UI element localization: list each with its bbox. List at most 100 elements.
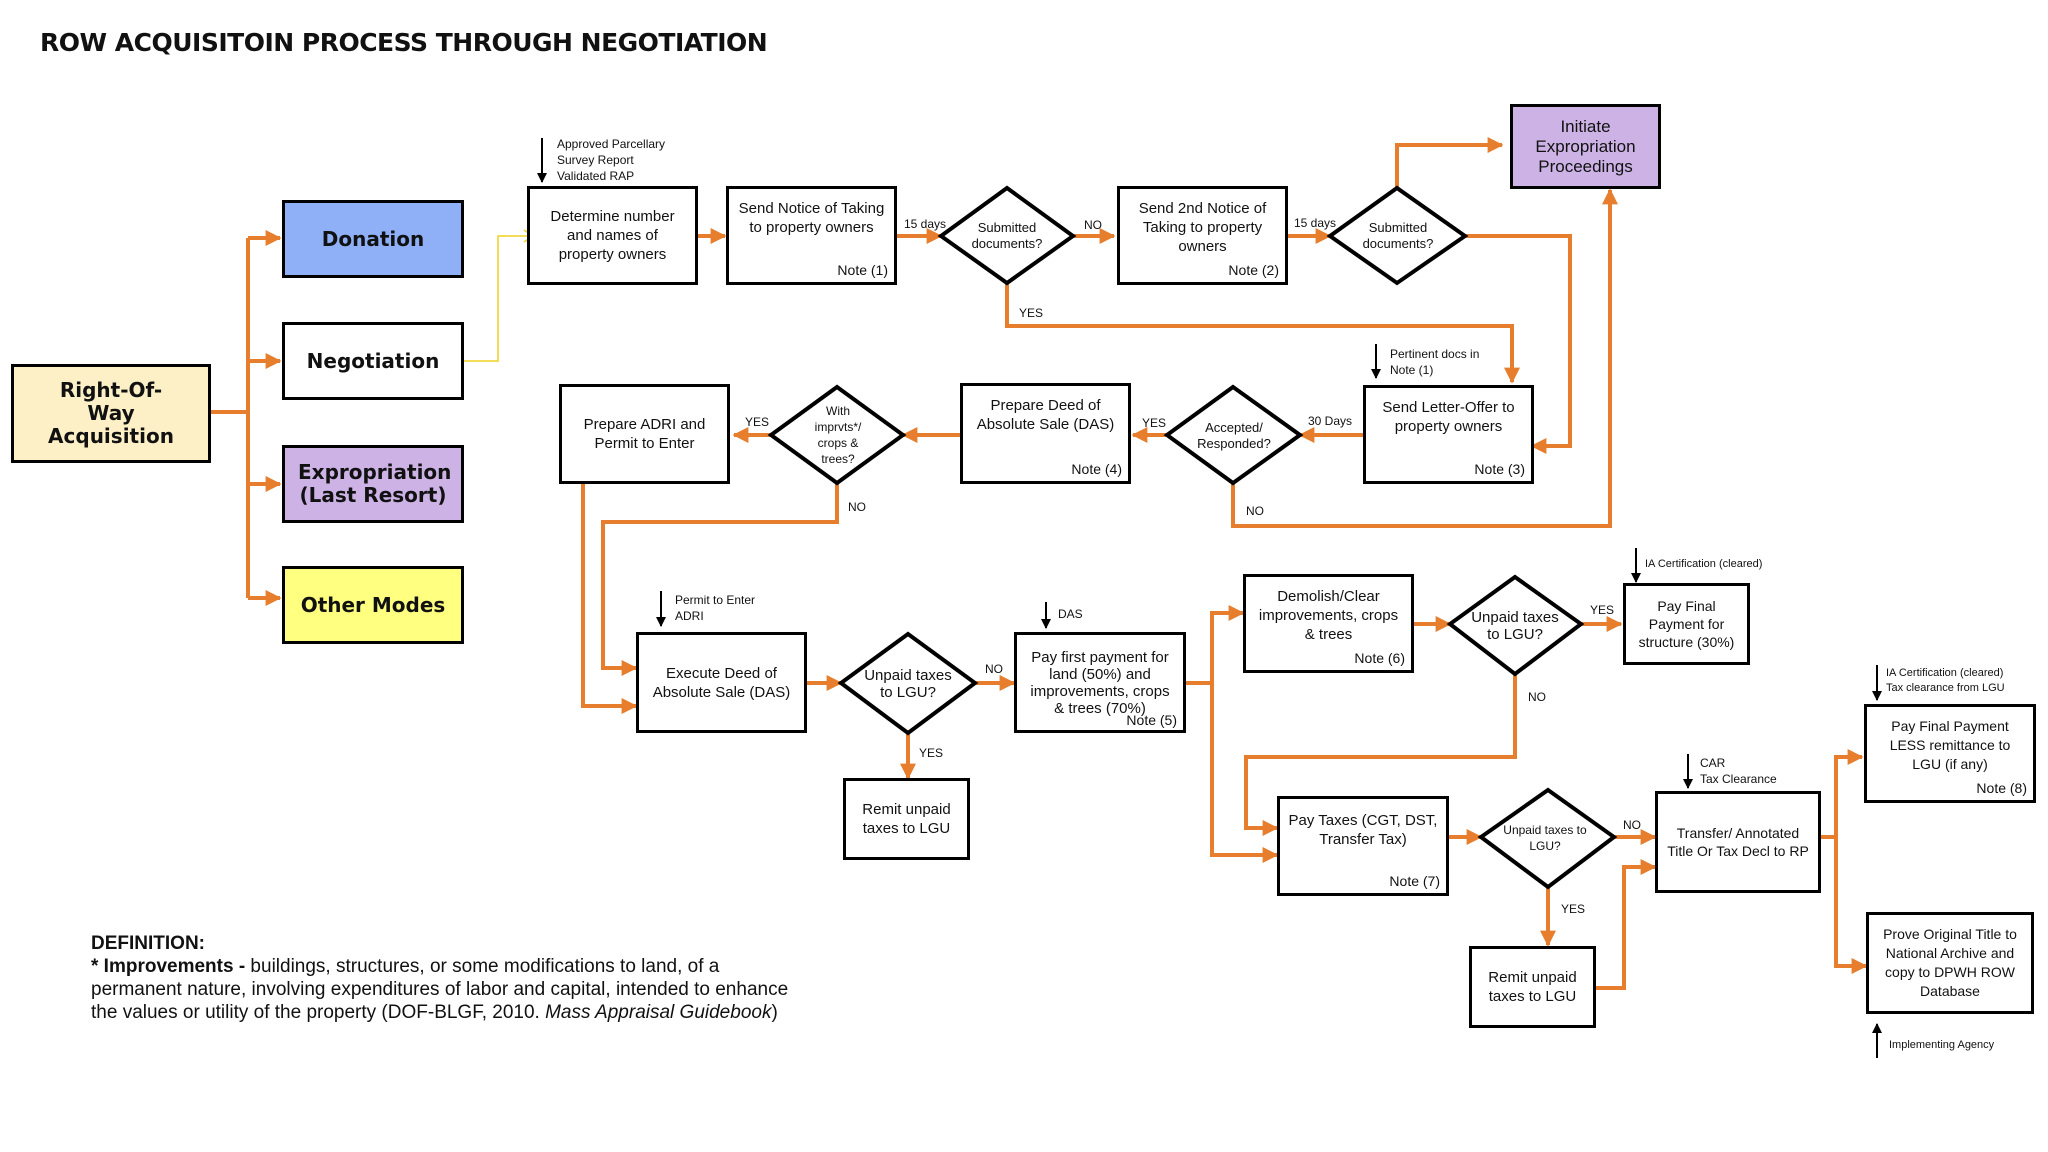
node-determine-label: Determine number and names of property o… [550,208,675,263]
node-notice-of-taking: Send Notice of Taking to property owners… [726,186,897,285]
decision-unpaid-3: Unpaid taxes to LGU? [1503,823,1587,853]
note-5: Note (5) [1126,712,1177,728]
note-2: Note (2) [1228,262,1279,278]
conn-submitted2-letter [1465,234,1572,454]
node-final-payment-structure: Pay Final Payment for structure (30%) [1623,583,1750,665]
diamond-unpaid1 [837,631,979,736]
diamond-submitted1 [937,185,1077,286]
note-1: Note (1) [837,262,888,278]
node-initiate-label: Initiate Expropriation Proceedings [1535,116,1636,176]
node-row-acquisition: Right-Of-Way Acquisition [11,364,211,463]
conn-row-donation [246,238,280,598]
label-no-accepted: NO [1246,504,1264,518]
annotation-ia-tax-text: IA Certification (cleared) Tax clearance… [1886,667,2005,694]
node-notice2-label: Send 2nd Notice of Taking to property ow… [1138,200,1267,255]
node-remit-unpaid-2: Remit unpaid taxes to LGU [1469,946,1596,1028]
page-title: ROW ACQUISITOIN PROCESS THROUGH NEGOTIAT… [40,28,768,57]
annotation-car-tax: CAR Tax Clearance [1700,755,1777,787]
diamond-imprvts [767,384,907,486]
label-no-unpaid-2: NO [1528,690,1546,704]
node-donation-label: Donation [321,226,425,251]
note-6: Note (6) [1354,650,1405,666]
node-notice1-label: Send Notice of Taking to property owners [738,200,885,236]
note-7: Note (7) [1389,873,1440,889]
conn-submitted1-letter [1005,283,1520,384]
diamond-unpaid3 [1477,787,1618,890]
decision-unpaid-1: Unpaid taxes to LGU? [864,667,952,701]
node-pay-taxes-label: Pay Taxes (CGT, DST, Transfer Tax) [1288,812,1438,848]
conn-submitted2-initiate [1395,137,1504,188]
node-letter-offer: Send Letter-Offer to property owners Not… [1363,385,1534,484]
annotation-implementing-agency: Implementing Agency [1889,1038,1994,1053]
node-final-payment-less: Pay Final Payment LESS remittance to LGU… [1864,704,2036,803]
annotation-permit-text: Permit to Enter ADRI [675,593,756,623]
label-no-submitted-1: NO [1084,218,1102,232]
annotation-ia-certification: IA Certification (cleared) [1645,557,1762,572]
diamond-accepted [1163,384,1304,486]
node-das-prepare-label: Prepare Deed of Absolute Sale (DAS) [976,397,1115,433]
conn-remit2-transfer [1595,859,1657,990]
definition-source: Mass Appraisal Guidebook [545,1002,772,1023]
annotation-das-text: DAS [1058,607,1083,621]
annotation-pertinent-text: Pertinent docs in Note (1) [1390,347,1480,377]
node-other-modes-label: Other Modes [300,592,446,617]
annotation-pertinent-docs: Pertinent docs in Note (1) [1390,346,1479,378]
node-adri-label: Prepare ADRI and Permit to Enter [583,416,706,452]
node-remit2-label: Remit unpaid taxes to LGU [1488,969,1577,1005]
conn-transfer-prove [1834,837,1868,974]
node-execute-label: Execute Deed of Absolute Sale (DAS) [652,664,791,701]
node-row-label: Right-Of-Way Acquisition [48,378,174,448]
node-first-payment: Pay first payment for land (50%) and imp… [1014,632,1186,733]
label-no-improvements: NO [848,500,866,514]
node-final-structure-label: Pay Final Payment for structure (30%) [1638,598,1735,650]
decision-unpaid-2: Unpaid taxes to LGU? [1471,609,1559,643]
annotation-ia-tax-clearance: IA Certification (cleared) Tax clearance… [1886,666,2005,696]
definition-block: DEFINITION: * Improvements - buildings, … [91,932,791,1024]
annotation-implementing-text: Implementing Agency [1889,1039,1995,1051]
node-demolish: Demolish/Clear improvements, crops & tre… [1243,574,1414,673]
definition-text: buildings, structures, or some modificat… [91,956,789,1023]
node-remit-unpaid-1: Remit unpaid taxes to LGU [843,778,970,860]
node-demolish-label: Demolish/Clear improvements, crops & tre… [1258,588,1399,643]
note-4: Note (4) [1071,461,1122,477]
label-30-days: 30 Days [1308,414,1353,428]
annotation-permit-adri: Permit to Enter ADRI [675,592,755,624]
node-other-modes: Other Modes [282,566,464,644]
node-remit1-label: Remit unpaid taxes to LGU [862,801,951,837]
node-expropriation-label: Expropriation (Last Resort) [298,460,452,507]
label-yes-unpaid-1: YES [919,746,944,760]
conn-accepted-initiate [1231,188,1618,528]
annotation-survey-text: Approved Parcellary Survey Report Valida… [557,137,666,183]
node-letter-offer-label: Send Letter-Offer to property owners [1382,399,1515,435]
annotation-ia-cert-text: IA Certification (cleared) [1645,558,1763,570]
conn-unpaid2-paytaxes [1244,674,1517,836]
node-execute-das: Execute Deed of Absolute Sale (DAS) [636,632,807,733]
node-pay-taxes: Pay Taxes (CGT, DST, Transfer Tax) Note … [1277,796,1449,896]
label-yes-improvements: YES [745,415,770,429]
definition-end: ) [771,1002,778,1023]
definition-heading: DEFINITION: [91,933,205,954]
note-3: Note (3) [1474,461,1525,477]
annotation-das: DAS [1058,606,1083,622]
label-yes-unpaid-2: YES [1590,603,1615,617]
node-prepare-das: Prepare Deed of Absolute Sale (DAS) Note… [960,383,1131,484]
label-no-unpaid-1: NO [985,662,1003,676]
label-yes-unpaid-3: YES [1561,902,1586,916]
node-first-payment-label: Pay first payment for land (50%) and imp… [1030,649,1170,717]
node-negotiation-label: Negotiation [306,348,440,373]
diamond-submitted2 [1326,185,1469,286]
node-donation: Donation [282,200,464,278]
node-final-less-label: Pay Final Payment LESS remittance to LGU… [1889,718,2011,772]
node-negotiation: Negotiation [282,322,464,400]
label-no-unpaid-3: NO [1623,818,1641,832]
node-expropriation: Expropriation (Last Resort) [282,445,464,523]
label-15-days-1: 15 days [904,217,947,231]
label-yes-accepted: YES [1142,416,1167,430]
node-prepare-adri: Prepare ADRI and Permit to Enter [559,384,730,484]
label-15-days-2: 15 days [1294,216,1337,230]
node-prove-title: Prove Original Title to National Archive… [1866,912,2034,1014]
decision-accepted: Accepted/ Responded? [1197,420,1271,451]
decision-submitted-1: Submitted documents? [971,220,1043,251]
